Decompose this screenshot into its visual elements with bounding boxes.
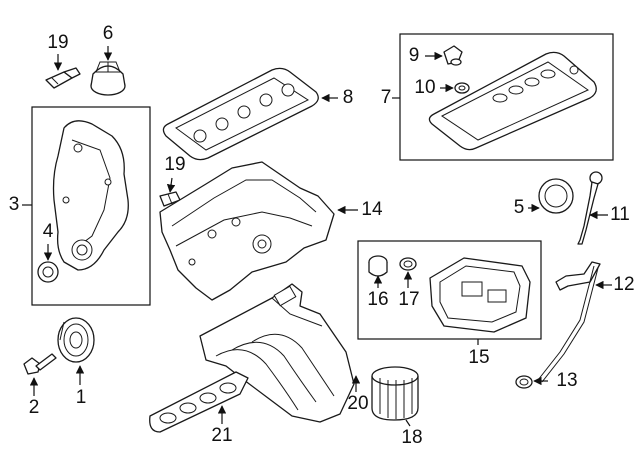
oil-filler-cap-part [90, 61, 126, 96]
cylinder-head-part [159, 161, 335, 301]
callout-18: 18 [401, 427, 422, 448]
callout-2: 2 [29, 397, 40, 418]
dipstick-tube-part [537, 261, 601, 383]
timing-chain-cover-part [52, 120, 129, 271]
callout-4: 4 [43, 221, 54, 242]
callout-9: 9 [409, 45, 420, 66]
crankshaft-front-seal-part [37, 261, 59, 283]
callout-16: 16 [367, 289, 388, 310]
callout-17: 17 [398, 289, 419, 310]
valve-cover-part [428, 51, 597, 151]
callout-5: 5 [514, 197, 525, 218]
sealant-tube-part [45, 67, 81, 89]
o-ring-part [515, 375, 533, 389]
grommet-part [454, 82, 470, 94]
oil-pan-part [429, 257, 531, 333]
oil-filter-part [371, 366, 419, 421]
callout-11: 11 [610, 204, 630, 225]
leader-19b [166, 177, 176, 193]
pulley-bolt-part [23, 353, 57, 375]
callout-21: 21 [211, 425, 232, 446]
leader-18 [405, 419, 411, 427]
oil-dipstick-part [577, 171, 603, 245]
callout-8: 8 [343, 87, 354, 108]
timing-cover-group-frame [31, 106, 151, 306]
callout-19-middle: 19 [164, 154, 185, 175]
callout-14: 14 [361, 199, 383, 220]
callout-19-top: 19 [47, 32, 68, 53]
pcv-valve-part [443, 45, 463, 66]
callout-12: 12 [613, 274, 634, 295]
valve-cover-group-frame [399, 33, 614, 161]
drain-plug-part [368, 255, 388, 277]
callout-1: 1 [76, 387, 87, 408]
callout-6: 6 [103, 23, 114, 44]
rear-main-seal-part [538, 178, 574, 214]
callout-10: 10 [414, 77, 435, 98]
crankshaft-pulley-part [57, 317, 95, 363]
valve-cover-gasket-part [162, 67, 319, 161]
oil-pan-group-frame [357, 240, 542, 340]
callout-3: 3 [9, 194, 20, 215]
intake-manifold-gasket-part [149, 371, 249, 433]
callout-7: 7 [381, 87, 392, 108]
callout-13: 13 [556, 370, 577, 391]
callout-15: 15 [468, 347, 489, 368]
drain-washer-part [399, 257, 417, 271]
callout-20: 20 [347, 393, 368, 414]
